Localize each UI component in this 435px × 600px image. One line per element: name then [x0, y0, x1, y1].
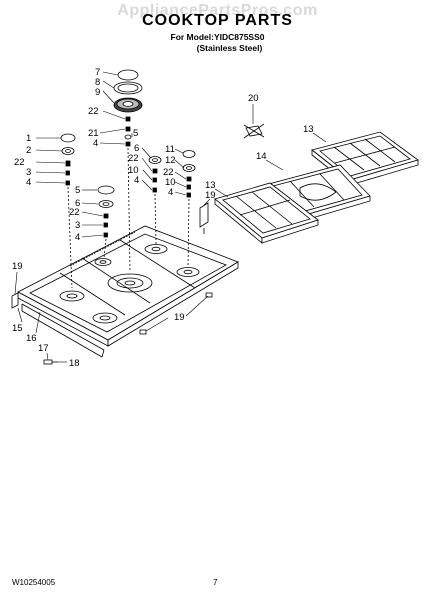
callout-16: 16 [26, 333, 37, 344]
grate-support-20 [243, 123, 265, 139]
callout-22: 22 [88, 106, 99, 117]
model-subtitle: For Model:YIDC875SS0 (Stainless Steel) [0, 32, 435, 54]
callout-5: 5 [75, 185, 80, 196]
callout-3: 3 [26, 167, 31, 178]
callout-21: 21 [88, 128, 99, 139]
finish-line: (Stainless Steel) [196, 43, 263, 53]
model-line: For Model:YIDC875SS0 [170, 32, 265, 42]
front-left-burner-stack [97, 185, 115, 259]
center-large-burner-stack [113, 69, 143, 271]
callout-3: 3 [75, 220, 80, 231]
callout-10: 10 [128, 165, 139, 176]
callout-6: 6 [134, 143, 139, 154]
callout-22: 22 [163, 167, 174, 178]
cooktop-base [17, 225, 239, 358]
callout-20: 20 [248, 93, 259, 104]
callout-2: 2 [26, 145, 31, 156]
callout-19: 19 [174, 312, 185, 323]
screw-17-18 [43, 359, 58, 365]
burner-recesses [59, 244, 200, 324]
bracket-right [199, 202, 209, 234]
bracket-left [11, 292, 19, 309]
callout-19: 19 [12, 261, 23, 272]
callout-14: 14 [256, 151, 267, 162]
callout-15: 15 [12, 323, 23, 334]
document-id: W10254005 [12, 578, 56, 587]
callout-labels: 7 8 9 22 21 5 4 1 2 22 3 4 6 11 22 12 10… [12, 67, 314, 369]
callout-8: 8 [95, 77, 100, 88]
callout-18: 18 [69, 358, 80, 369]
grate-front-left [214, 182, 319, 244]
page-title: COOKTOP PARTS [142, 12, 293, 29]
left-burner-cap-stack [60, 133, 76, 289]
callout-5: 5 [133, 128, 138, 139]
callout-13: 13 [303, 124, 314, 135]
center-right-burner-stack [148, 156, 162, 245]
callout-1: 1 [26, 133, 31, 144]
callout-12: 12 [165, 155, 176, 166]
callout-17: 17 [38, 343, 49, 354]
callout-19: 19 [205, 190, 216, 201]
leader-lines [14, 71, 327, 363]
watermark: AppliancePartsPros.com [117, 2, 318, 19]
callout-4: 4 [168, 187, 173, 198]
page-number: 7 [213, 578, 218, 587]
callout-4: 4 [75, 232, 80, 243]
callout-22: 22 [14, 157, 25, 168]
right-burner-stack [182, 150, 196, 268]
callout-6: 6 [75, 198, 80, 209]
screw-19-right [139, 292, 213, 335]
callout-22: 22 [128, 153, 139, 164]
callout-4: 4 [93, 138, 98, 149]
callout-4: 4 [134, 175, 139, 186]
callout-13: 13 [205, 180, 216, 191]
callout-9: 9 [95, 87, 100, 98]
callout-4: 4 [26, 177, 31, 188]
callout-22: 22 [69, 207, 80, 218]
callout-7: 7 [95, 67, 100, 78]
callout-10: 10 [165, 177, 176, 188]
callout-11: 11 [165, 144, 175, 155]
